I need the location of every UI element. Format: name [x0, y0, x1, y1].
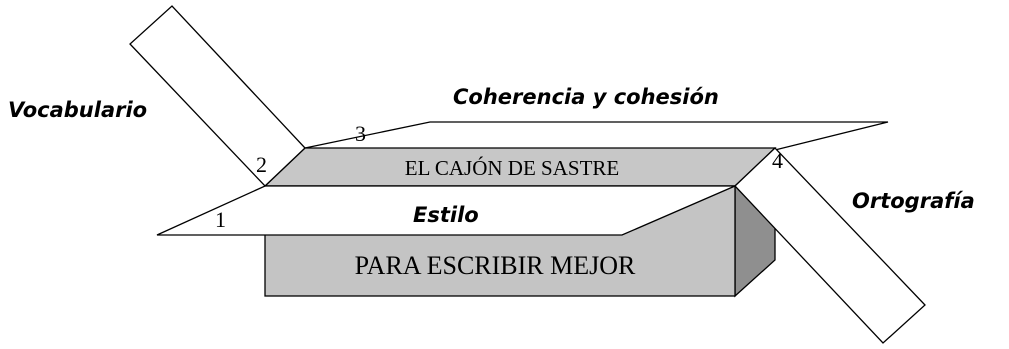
flap-2-left	[129, 5, 306, 187]
flap-3-number: 3	[355, 121, 366, 146]
box-top-label: EL CAJÓN DE SASTRE	[405, 156, 619, 180]
flap-4-right	[734, 147, 926, 344]
flap-2-number: 2	[256, 152, 267, 177]
flap-1-number: 1	[215, 207, 226, 232]
flap-2-label: Vocabulario	[8, 98, 147, 122]
flap-4-number: 4	[772, 148, 783, 173]
box-front-label: PARA ESCRIBIR MEJOR	[355, 251, 636, 280]
flap-1-front	[156, 185, 736, 236]
flap-3-label: Coherencia y cohesión	[453, 85, 719, 109]
flap-3-back	[304, 121, 889, 151]
flap-4-label: Ortografía	[852, 189, 975, 213]
flap-1-label: Estilo	[413, 203, 479, 227]
